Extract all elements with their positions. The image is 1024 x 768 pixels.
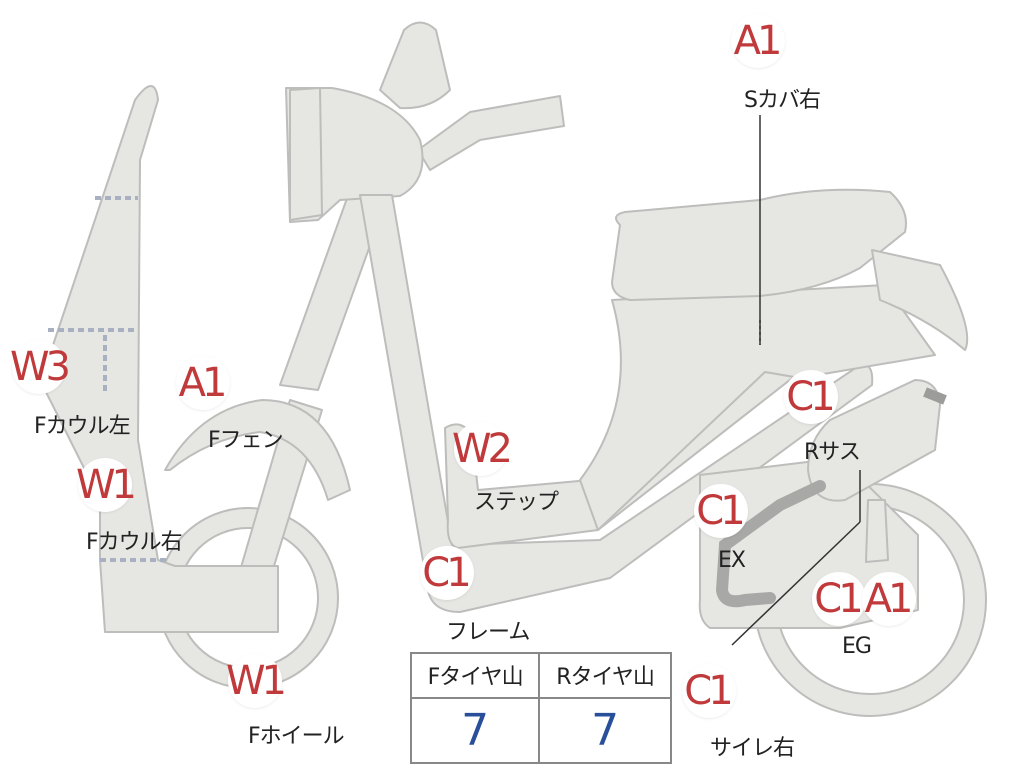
callout-code-f-cowl-right: W1 [76,460,137,510]
callout-label-frame: フレーム [446,620,530,645]
callout-label-engine: EG [842,634,872,659]
callout-code-s-cover-right: A1 [733,16,783,66]
tire-table-value-front: 7 [409,696,541,765]
callout-code-f-wheel: W1 [226,656,287,706]
callout-code-r-suspension: C1 [786,372,836,422]
callout-label-f-wheel: Fホイール [248,724,345,749]
callout-label-step: ステップ [474,490,559,515]
side-cover [579,284,936,531]
seat [611,188,907,301]
callout-label-f-cowl-right: Fカウル右 [86,530,183,555]
tire-table-header-rear: Rタイヤ山 [538,652,672,699]
tire-tread-table: Fタイヤ山 Rタイヤ山 7 7 [409,652,672,765]
callout-label-silencer-right: サイレ右 [710,736,795,761]
tire-table-value-rear: 7 [538,696,672,765]
callout-code-step: W2 [452,424,513,474]
callout-code-f-fender: A1 [178,358,228,408]
callout-label-f-cowl-left: Fカウル左 [34,414,131,439]
callout-label-f-fender: Fフェン [208,428,284,453]
callout-code-f-cowl-left: W3 [10,342,71,392]
callout-code2-engine: A1 [864,574,914,624]
callout-label-s-cover-right: Sカバ右 [744,88,821,113]
callout-label-exhaust: EX [718,548,746,573]
callout-code-silencer-right: C1 [684,666,734,716]
exhaust-pipe [715,480,826,608]
handlebar [417,95,565,171]
tire-table-header-front: Fタイヤ山 [409,652,541,699]
headlight [379,21,451,110]
callout-label-r-suspension: Rサス [804,440,861,465]
callout-code-frame: C1 [422,548,472,598]
callout-code-exhaust: C1 [696,486,746,536]
engine-block [698,457,919,629]
front-fender [164,399,351,501]
rear-suspension [807,379,941,502]
callout-code-engine: C1 [814,574,864,624]
rear-fender [871,249,969,351]
